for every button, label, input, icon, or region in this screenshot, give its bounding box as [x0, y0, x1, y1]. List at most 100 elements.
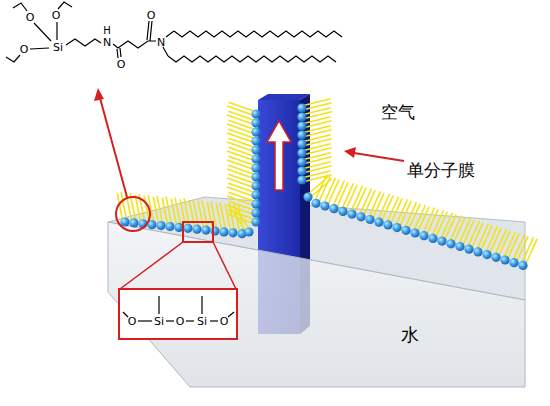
head-sphere [392, 223, 401, 232]
atom-label: Si [53, 42, 63, 53]
head-sphere [311, 199, 320, 208]
tail [417, 206, 429, 233]
tail [345, 185, 357, 212]
tail [435, 212, 447, 239]
tail [302, 99, 331, 106]
bond [163, 47, 168, 56]
region-label: 空气 [381, 104, 415, 121]
tail [489, 228, 501, 255]
tail [471, 223, 483, 250]
head-sphere [500, 255, 509, 264]
bond [117, 49, 118, 58]
head-sphere [297, 130, 306, 139]
tail [408, 204, 420, 231]
head-sphere [201, 226, 210, 235]
bond [186, 320, 194, 321]
head-sphere [303, 192, 312, 201]
bond [113, 41, 156, 48]
atom-label: H [103, 26, 111, 36]
head-sphere [297, 103, 306, 112]
head-sphere [251, 181, 260, 190]
alkyl-chain [168, 56, 336, 62]
atom-label: O [52, 10, 61, 21]
tail [228, 102, 256, 112]
tail [327, 179, 339, 206]
head-sphere [192, 225, 201, 234]
atom-label: Si [197, 316, 207, 327]
part-label: 单分子膜 [407, 162, 475, 179]
head-sphere [251, 145, 260, 154]
atom-label: O [176, 316, 185, 327]
head-sphere [401, 226, 410, 235]
bond [58, 2, 72, 9]
head-sphere [251, 136, 260, 145]
bond [30, 48, 49, 49]
bond [201, 296, 202, 314]
label-arrowhead [344, 147, 356, 158]
head-sphere [297, 139, 306, 148]
head-sphere [165, 222, 174, 231]
tail [390, 198, 402, 225]
tail [318, 177, 330, 204]
tail [498, 231, 510, 258]
bond [158, 296, 159, 314]
head-sphere [297, 121, 306, 130]
head-sphere [251, 217, 260, 226]
head-sphere [383, 220, 392, 229]
head-sphere [473, 247, 482, 256]
atom-label: O [220, 316, 229, 327]
head-sphere [251, 172, 260, 181]
bond [13, 3, 27, 11]
head-sphere [219, 227, 228, 236]
tail [462, 220, 474, 247]
bond [120, 48, 121, 57]
head-sphere [428, 234, 437, 243]
alkyl-chain [174, 31, 342, 37]
head-sphere [251, 163, 260, 172]
atom-label: O [147, 10, 156, 21]
bond [147, 21, 149, 40]
head-sphere [120, 217, 129, 226]
head-sphere [251, 199, 260, 208]
tail [354, 188, 366, 215]
head-sphere [297, 166, 306, 175]
water-trough [108, 222, 525, 387]
label-arrow [354, 153, 404, 161]
head-sphere [251, 127, 260, 136]
head-sphere [297, 157, 306, 166]
atom-label: O [20, 44, 29, 55]
head-sphere [446, 239, 455, 248]
tail [336, 182, 348, 209]
head-sphere [251, 154, 260, 163]
head-sphere [329, 204, 338, 213]
head-sphere [320, 201, 329, 210]
tail [480, 225, 492, 252]
head-sphere [297, 112, 306, 121]
head-sphere [356, 212, 365, 221]
head-sphere [244, 227, 253, 236]
head-sphere [251, 109, 260, 118]
atom-label: O [128, 316, 137, 327]
region-label: 水 [401, 326, 419, 344]
tail [507, 233, 519, 260]
head-sphere [464, 245, 473, 254]
siloxane-bonds [120, 290, 236, 338]
head-sphere [129, 218, 138, 227]
bond [150, 21, 152, 41]
hydrophobic-tails [117, 99, 537, 266]
tail [426, 209, 438, 236]
head-sphere [338, 207, 347, 216]
atom-label: N [103, 37, 111, 48]
bond [6, 55, 20, 62]
bond [210, 320, 218, 321]
leader-line [213, 242, 236, 289]
head-sphere [491, 253, 500, 262]
tail [381, 196, 393, 223]
head-sphere [156, 221, 165, 230]
chemical-structure [6, 2, 342, 62]
head-sphere [251, 208, 260, 217]
head-sphere [437, 237, 446, 246]
head-sphere [210, 226, 219, 235]
head-sphere [518, 261, 527, 270]
